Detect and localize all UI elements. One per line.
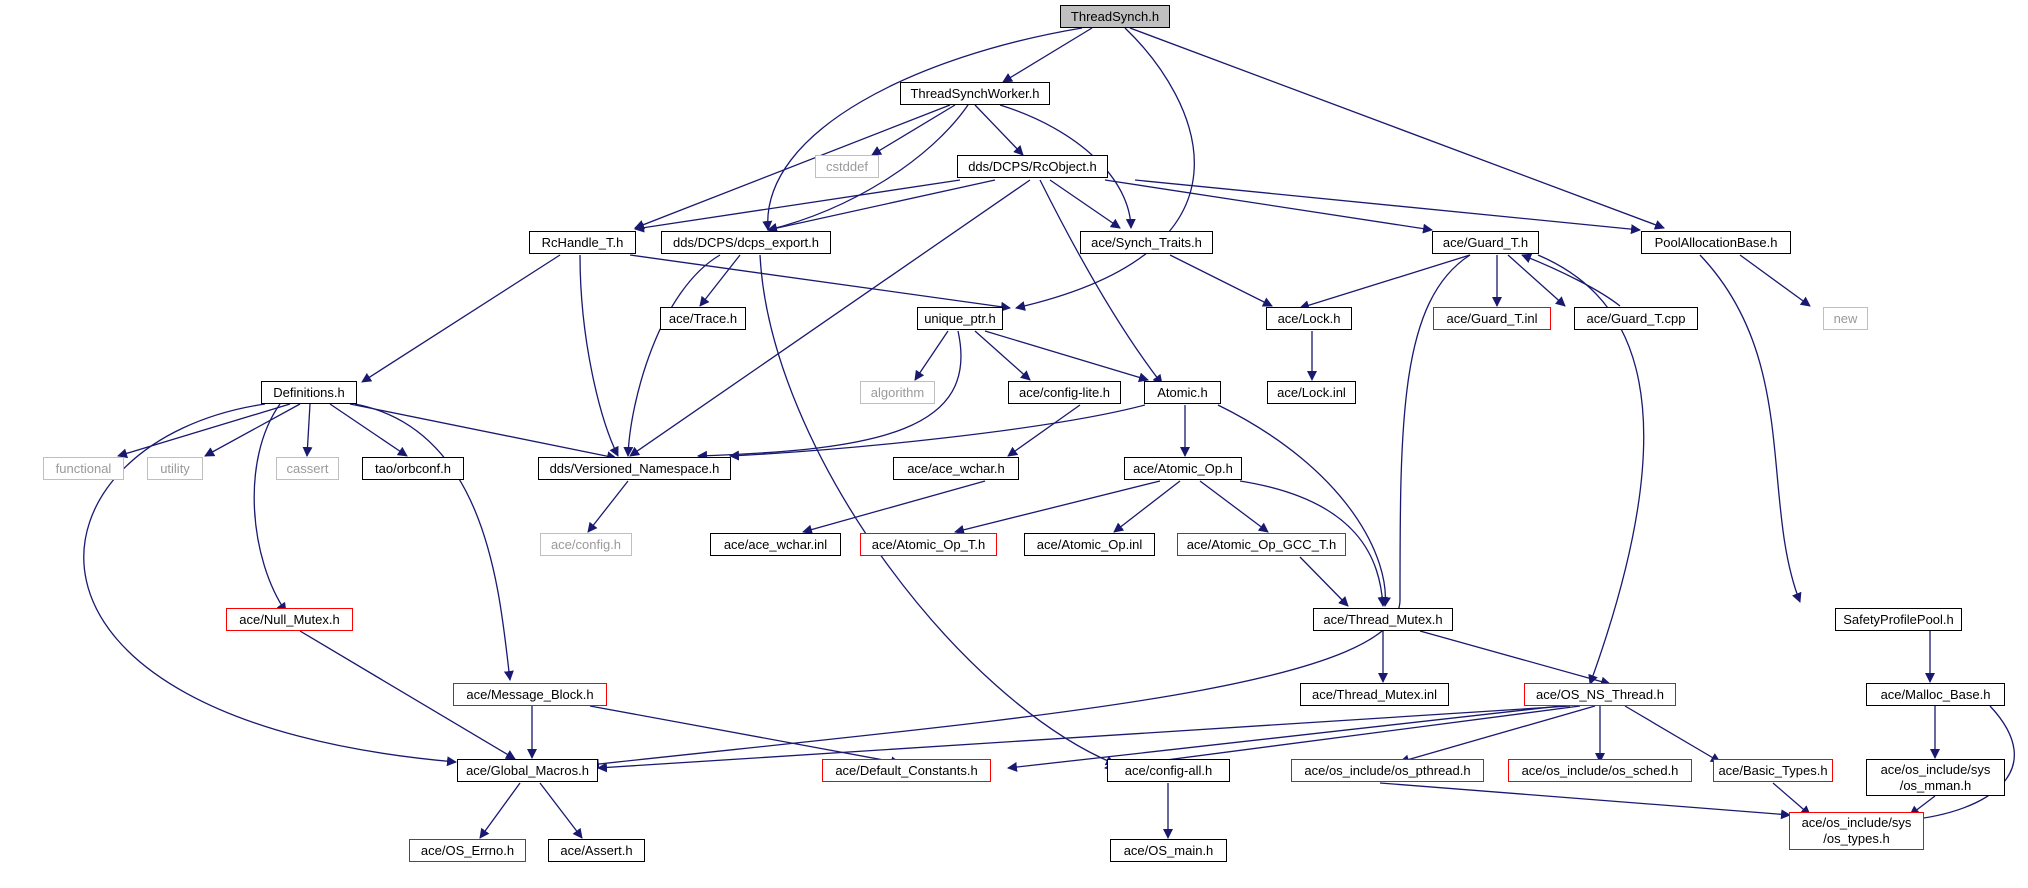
node-atomic-h[interactable]: Atomic.h xyxy=(1144,381,1221,404)
node-ace-trace-h[interactable]: ace/Trace.h xyxy=(660,307,746,330)
node-ace-os-include-sys-os-mman-h[interactable]: ace/os_include/sys /os_mman.h xyxy=(1866,759,2005,796)
node-dds-dcps-dcps-export-h[interactable]: dds/DCPS/dcps_export.h xyxy=(661,231,831,254)
node-dds-versioned-namespace-h[interactable]: dds/Versioned_Namespace.h xyxy=(538,457,731,480)
node-ace-assert-h[interactable]: ace/Assert.h xyxy=(548,839,645,862)
node-ace-thread-mutex-inl[interactable]: ace/Thread_Mutex.inl xyxy=(1300,683,1449,706)
node-ace-atomic-op-inl[interactable]: ace/Atomic_Op.inl xyxy=(1024,533,1155,556)
node-unique-ptr-h[interactable]: unique_ptr.h xyxy=(917,307,1003,330)
node-ace-os-main-h[interactable]: ace/OS_main.h xyxy=(1110,839,1227,862)
node-ace-null-mutex-h[interactable]: ace/Null_Mutex.h xyxy=(226,608,353,631)
node-ace-malloc-base-h[interactable]: ace/Malloc_Base.h xyxy=(1866,683,2005,706)
node-ace-config-lite-h[interactable]: ace/config-lite.h xyxy=(1008,381,1121,404)
node-ace-message-block-h[interactable]: ace/Message_Block.h xyxy=(453,683,607,706)
node-safetyprofilepool-h[interactable]: SafetyProfilePool.h xyxy=(1835,608,1962,631)
node-ace-atomic-op-gcc-t-h[interactable]: ace/Atomic_Op_GCC_T.h xyxy=(1177,533,1346,556)
node-ace-os-ns-thread-h[interactable]: ace/OS_NS_Thread.h xyxy=(1524,683,1676,706)
node-functional[interactable]: functional xyxy=(43,457,124,480)
node-definitions-h[interactable]: Definitions.h xyxy=(261,381,357,404)
node-new[interactable]: new xyxy=(1823,307,1868,330)
node-ace-ace-wchar-inl[interactable]: ace/ace_wchar.inl xyxy=(710,533,841,556)
node-ace-lock-inl[interactable]: ace/Lock.inl xyxy=(1267,381,1356,404)
node-poolallocationbase-h[interactable]: PoolAllocationBase.h xyxy=(1641,231,1791,254)
node-threadsynchworker-h[interactable]: ThreadSynchWorker.h xyxy=(900,82,1050,105)
node-ace-ace-wchar-h[interactable]: ace/ace_wchar.h xyxy=(893,457,1019,480)
node-ace-basic-types-h[interactable]: ace/Basic_Types.h xyxy=(1713,759,1833,782)
node-ace-config-all-h[interactable]: ace/config-all.h xyxy=(1107,759,1230,782)
node-ace-guard-t-cpp[interactable]: ace/Guard_T.cpp xyxy=(1574,307,1698,330)
node-ace-global-macros-h[interactable]: ace/Global_Macros.h xyxy=(457,759,598,782)
node-threadsynch-h[interactable]: ThreadSynch.h xyxy=(1060,5,1170,28)
node-utility[interactable]: utility xyxy=(147,457,203,480)
node-ace-atomic-op-t-h[interactable]: ace/Atomic_Op_T.h xyxy=(860,533,997,556)
node-ace-guard-t-inl[interactable]: ace/Guard_T.inl xyxy=(1433,307,1551,330)
node-algorithm[interactable]: algorithm xyxy=(860,381,935,404)
node-ace-os-include-sys-os-types-h[interactable]: ace/os_include/sys /os_types.h xyxy=(1789,812,1924,850)
node-rchandle-t-h[interactable]: RcHandle_T.h xyxy=(529,231,636,254)
node-ace-guard-t-h[interactable]: ace/Guard_T.h xyxy=(1432,231,1539,254)
node-ace-default-constants-h[interactable]: ace/Default_Constants.h xyxy=(822,759,991,782)
node-ace-config-h[interactable]: ace/config.h xyxy=(540,533,632,556)
node-ace-os-errno-h[interactable]: ace/OS_Errno.h xyxy=(409,839,526,862)
node-ace-os-include-os-pthread-h[interactable]: ace/os_include/os_pthread.h xyxy=(1291,759,1484,782)
node-ace-thread-mutex-h[interactable]: ace/Thread_Mutex.h xyxy=(1313,608,1453,631)
node-cstddef[interactable]: cstddef xyxy=(815,155,879,178)
node-ace-os-include-os-sched-h[interactable]: ace/os_include/os_sched.h xyxy=(1508,759,1692,782)
node-tao-orbconf-h[interactable]: tao/orbconf.h xyxy=(362,457,464,480)
node-cassert[interactable]: cassert xyxy=(276,457,339,480)
node-ace-lock-h[interactable]: ace/Lock.h xyxy=(1266,307,1352,330)
node-dds-dcps-rcobject-h[interactable]: dds/DCPS/RcObject.h xyxy=(957,155,1108,178)
node-ace-synch-traits-h[interactable]: ace/Synch_Traits.h xyxy=(1080,231,1213,254)
node-ace-atomic-op-h[interactable]: ace/Atomic_Op.h xyxy=(1124,457,1242,480)
